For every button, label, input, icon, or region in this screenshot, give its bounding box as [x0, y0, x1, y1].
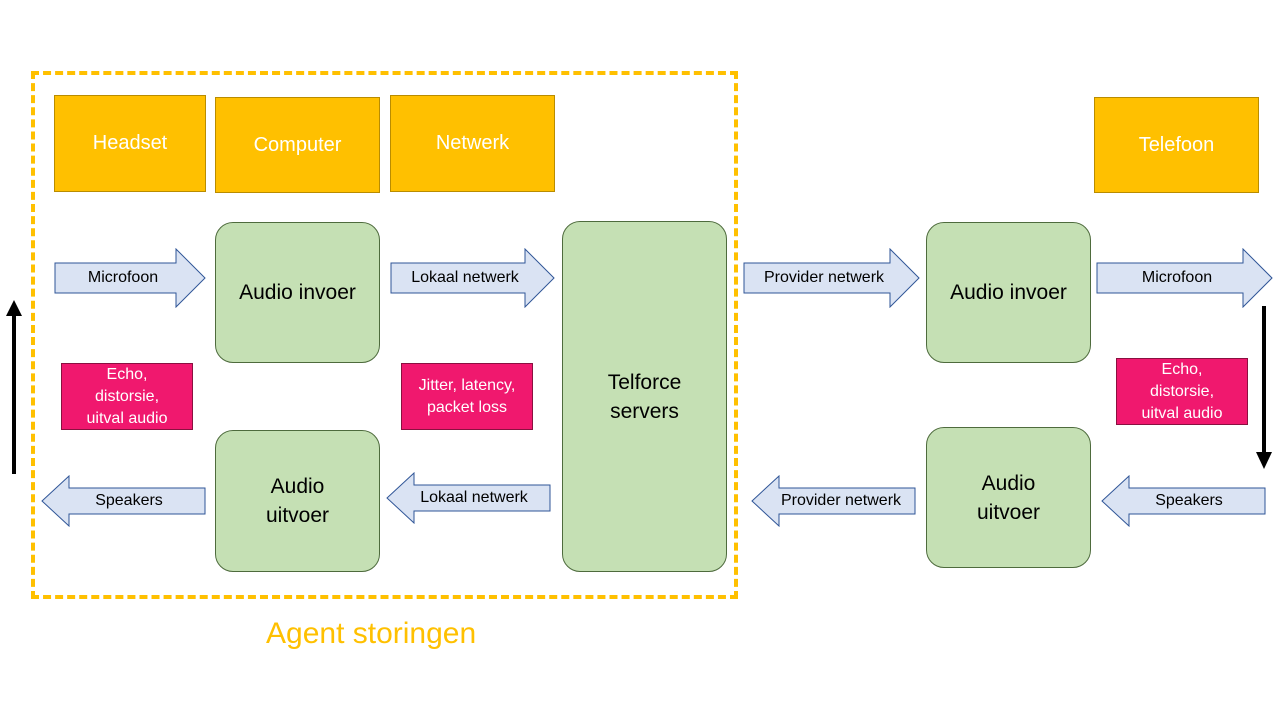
component-headset: Headset: [54, 95, 206, 192]
arrow-right-shape: [743, 248, 920, 308]
issue-box-left: Echo, distorsie, uitval audio: [61, 363, 193, 430]
arrow-microfoon-right: Microfoon: [1096, 248, 1273, 308]
arrow-label-provider-netwerk-top: Provider netwerk: [763, 269, 885, 286]
component-computer: Computer: [215, 97, 380, 193]
arrow-right-shape: [1096, 248, 1273, 308]
component-netwerk: Netwerk: [390, 95, 555, 192]
arrow-speakers-left: Speakers: [41, 475, 206, 527]
node-telforce-servers: Telforce servers: [562, 221, 727, 572]
agent-group-boundary: [31, 71, 738, 599]
issue-middle-text: Jitter, latency, packet loss: [418, 376, 516, 416]
arrow-left-shape: [751, 475, 916, 527]
node-audio-uitvoer-right-text: Audio uitvoer: [976, 471, 1041, 524]
arrow-provider-netwerk-bottom: Provider netwerk: [751, 475, 916, 527]
arrow-speakers-right: Speakers: [1101, 475, 1266, 527]
flow-down-arrow-icon: [1256, 306, 1272, 469]
arrow-lokaal-netwerk-bottom: Lokaal netwerk: [386, 472, 551, 524]
component-telefoon: Telefoon: [1094, 97, 1259, 193]
issue-left-text: Echo, distorsie, uitval audio: [86, 365, 168, 427]
issue-box-middle: Jitter, latency, packet loss: [401, 363, 533, 430]
arrow-left-shape: [386, 472, 551, 524]
arrow-label-lokaal-netwerk-bottom: Lokaal netwerk: [420, 489, 528, 506]
node-audio-uitvoer-left-text: Audio uitvoer: [265, 475, 330, 527]
arrow-microfoon-left: Microfoon: [54, 248, 206, 308]
node-telforce-text: Telforce servers: [607, 370, 682, 423]
arrow-left-shape: [1101, 475, 1266, 527]
arrow-label-microfoon-right: Microfoon: [1141, 269, 1213, 286]
arrow-provider-netwerk-top: Provider netwerk: [743, 248, 920, 308]
flow-up-arrow-icon: [6, 300, 22, 474]
arrow-left-shape: [41, 475, 206, 527]
issue-box-right: Echo, distorsie, uitval audio: [1116, 358, 1248, 425]
node-audio-uitvoer-left: Audio uitvoer: [215, 430, 380, 572]
arrow-lokaal-netwerk-top: Lokaal netwerk: [390, 248, 555, 308]
arrow-label-lokaal-netwerk-top: Lokaal netwerk: [411, 269, 519, 286]
arrow-label-speakers-left: Speakers: [95, 492, 163, 509]
arrow-right-shape: [390, 248, 555, 308]
node-audio-uitvoer-right: Audio uitvoer: [926, 427, 1091, 568]
arrow-label-speakers-right: Speakers: [1155, 492, 1223, 509]
arrow-right-shape: [54, 248, 206, 308]
issue-right-text: Echo, distorsie, uitval audio: [1141, 360, 1223, 422]
node-audio-invoer-left: Audio invoer: [215, 222, 380, 363]
node-audio-invoer-right: Audio invoer: [926, 222, 1091, 363]
arrow-label-microfoon-left: Microfoon: [87, 269, 159, 286]
arrow-label-provider-netwerk-bottom: Provider netwerk: [780, 492, 902, 509]
agent-group-label: Agent storingen: [266, 617, 477, 650]
